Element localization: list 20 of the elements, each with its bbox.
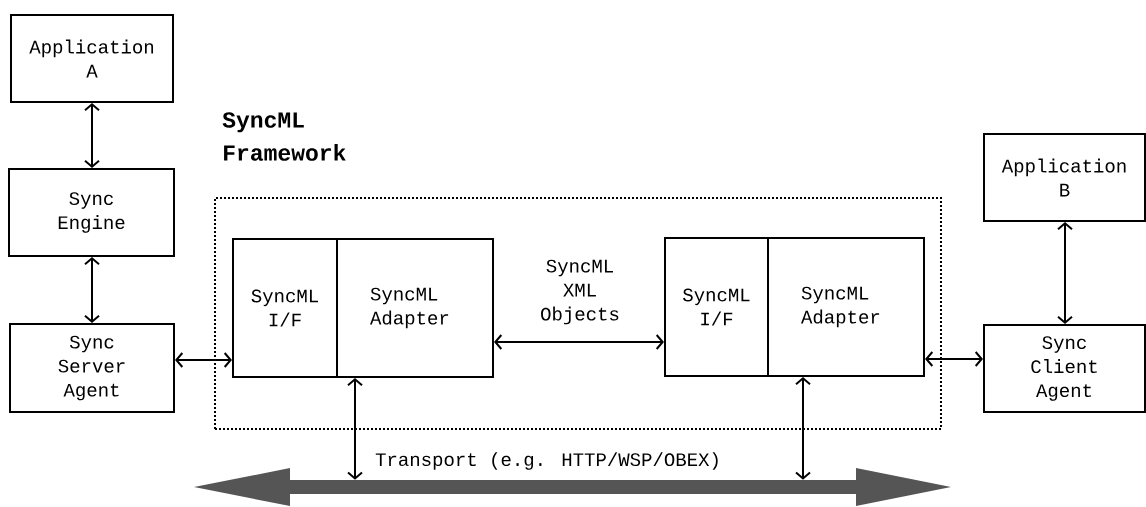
- application-box: Application B: [983, 133, 1146, 222]
- arrow: [494, 334, 664, 350]
- edge-label: SyncML XML Objects: [541, 259, 619, 325]
- engine-box: Sync Engine: [8, 168, 175, 257]
- arrow: [925, 351, 983, 367]
- arrow: [84, 103, 100, 168]
- arrow: [795, 377, 811, 480]
- adapter-box: SyncML Adapter: [767, 237, 925, 377]
- transport-label: Transport (e.g. HTTP/WSP/OBEX): [375, 452, 718, 470]
- application-box: Application A: [10, 14, 174, 103]
- interface-box: SyncML I/F: [232, 238, 338, 378]
- arrow: [175, 352, 232, 368]
- interface-box: SyncML I/F: [664, 237, 769, 377]
- arrow: [1057, 222, 1073, 324]
- arrow: [84, 257, 100, 323]
- framework-heading: SyncML Framework: [222, 112, 346, 161]
- adapter-box: SyncML Adapter: [336, 238, 494, 378]
- agent-box: Sync Server Agent: [9, 323, 175, 413]
- agent-box: Sync Client Agent: [983, 324, 1146, 413]
- arrow: [347, 378, 363, 480]
